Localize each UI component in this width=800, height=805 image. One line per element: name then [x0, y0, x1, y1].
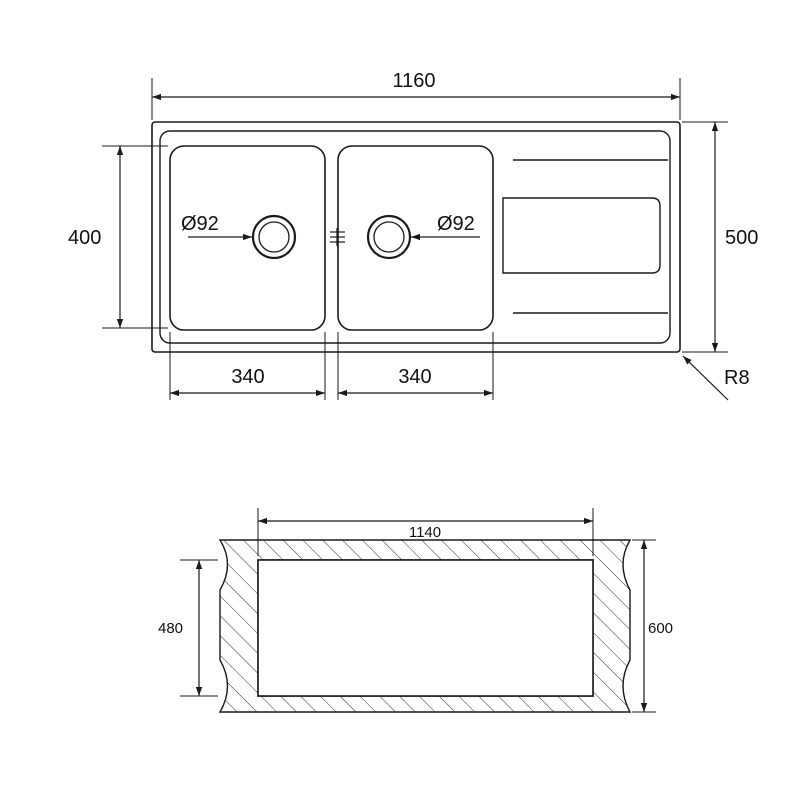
bowl-depth-dimension: 400 — [68, 145, 168, 329]
drainboard — [502, 159, 668, 314]
right-drain — [366, 214, 412, 260]
left-bowl-width-label: 340 — [231, 366, 264, 388]
drain-left-diameter-callout: Ø92 — [181, 213, 252, 241]
overall-width-dimension: 1160 — [151, 70, 681, 120]
bowl-depth-label: 400 — [68, 227, 101, 249]
corner-radius-callout: R8 — [682, 355, 750, 401]
sink-top-view: Ø92 Ø92 1160 500 400 — [68, 70, 758, 401]
drain-right-diameter-label: Ø92 — [437, 213, 475, 235]
right-bowl-width-dimension: 340 — [337, 332, 494, 400]
corner-radius-label: R8 — [724, 367, 750, 389]
drain-right-diameter-callout: Ø92 — [411, 213, 480, 241]
sink-inner-rim — [159, 130, 671, 344]
left-bowl-width-dimension: 340 — [169, 332, 326, 400]
cabinet-depth-dimension: 600 — [632, 539, 673, 713]
cutout-width-dimension: 1140 — [257, 508, 594, 556]
sink-outer-rim — [151, 121, 681, 353]
right-bowl-width-label: 340 — [398, 366, 431, 388]
right-bowl — [337, 145, 494, 331]
left-drain — [251, 214, 297, 260]
left-bowl — [169, 145, 326, 331]
overall-depth-dimension: 500 — [682, 121, 758, 353]
overall-width-label: 1160 — [392, 70, 435, 92]
drain-left-diameter-label: Ø92 — [181, 213, 219, 235]
cutout-depth-label: 480 — [158, 620, 183, 637]
cutout-depth-dimension: 480 — [158, 559, 218, 697]
countertop-cutout-view: 1140 480 600 — [158, 508, 673, 713]
overflow-mark — [330, 228, 345, 246]
cutout-width-label: 1140 — [409, 524, 441, 541]
cabinet-depth-label: 600 — [648, 620, 673, 637]
cutout-opening — [257, 559, 594, 697]
overall-depth-label: 500 — [725, 227, 758, 249]
